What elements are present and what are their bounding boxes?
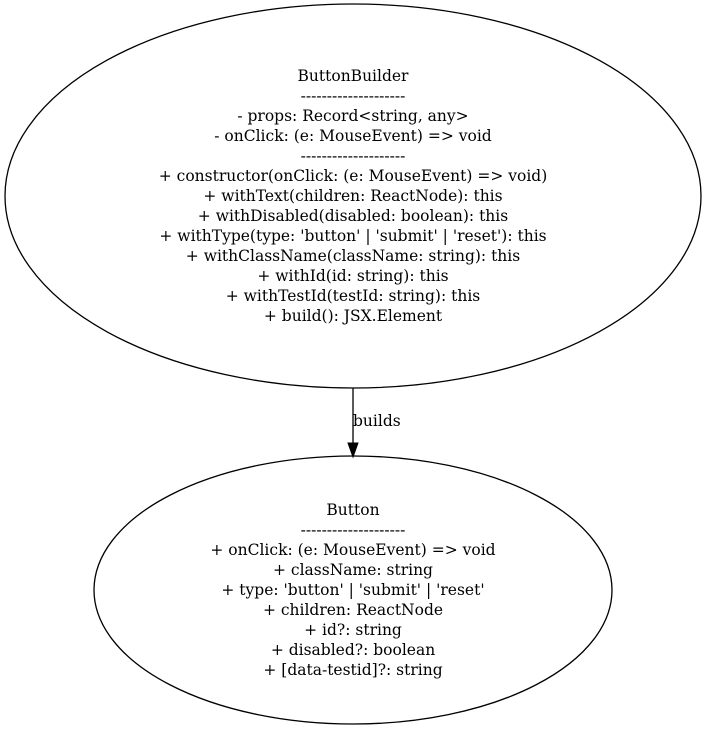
- button-title: Button: [326, 501, 379, 519]
- button-member: + className: string: [273, 561, 433, 579]
- edge-builds: builds: [347, 388, 401, 459]
- node-button-builder: ButtonBuilder -------------------- - props…: [4, 3, 702, 389]
- node-button-shape: [93, 455, 613, 725]
- button-builder-member: + withText(children: ReactNode): this: [203, 187, 502, 205]
- button-member: + [data-testid]?: string: [263, 661, 442, 679]
- button-member: + children: ReactNode: [263, 601, 443, 619]
- button-builder-divider: --------------------: [301, 147, 406, 165]
- button-member: + type: 'button' | 'submit' | 'reset': [221, 581, 484, 599]
- button-builder-member: - props: Record<string, any>: [237, 107, 468, 125]
- node-button-builder-text: ButtonBuilder -------------------- - props…: [159, 67, 548, 325]
- button-builder-member: + withId(id: string): this: [257, 267, 448, 285]
- button-member: + disabled?: boolean: [271, 641, 435, 659]
- button-builder-member: + withClassName(className: string): this: [186, 247, 520, 265]
- button-member: + id?: string: [304, 621, 402, 639]
- button-builder-divider: --------------------: [301, 87, 406, 105]
- button-builder-member: + withType(type: 'button' | 'submit' | '…: [159, 227, 546, 245]
- button-builder-member: + constructor(onClick: (e: MouseEvent) =…: [159, 167, 548, 185]
- edge-builds-arrowhead: [347, 442, 359, 459]
- button-builder-member: + build(): JSX.Element: [264, 307, 443, 325]
- edge-builds-label: builds: [353, 412, 401, 430]
- button-builder-member: + withTestId(testId: string): this: [226, 287, 481, 305]
- button-member: + onClick: (e: MouseEvent) => void: [210, 541, 495, 559]
- button-divider: --------------------: [301, 521, 406, 539]
- node-button: Button -------------------- + onClick: (e:…: [93, 455, 613, 725]
- button-builder-member: - onClick: (e: MouseEvent) => void: [214, 127, 492, 145]
- button-builder-title: ButtonBuilder: [298, 67, 410, 85]
- node-button-text: Button -------------------- + onClick: (e:…: [210, 501, 495, 679]
- button-builder-member: + withDisabled(disabled: boolean): this: [198, 207, 508, 225]
